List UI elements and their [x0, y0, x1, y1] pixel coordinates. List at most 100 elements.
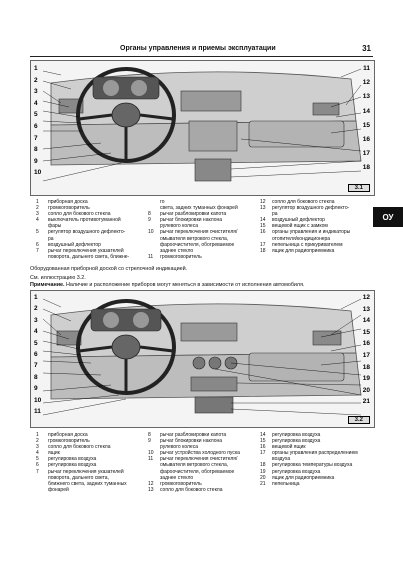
callout-number: 18 [362, 363, 370, 371]
callout-number: 1 [34, 294, 38, 301]
callout-number: 4 [34, 99, 38, 107]
callout-number: 9 [34, 157, 38, 165]
legend-item-text: рычаг переключения указателей [48, 247, 124, 254]
legend-item: поворота, дальнего света, ближне- [36, 254, 146, 260]
legend-item: 5 регулятор воздушного дефлекто- [36, 229, 146, 235]
callout-number: 14 [362, 317, 370, 325]
legend-item: 5 регулировка воздуха [36, 456, 146, 462]
legend-item-text: заднее стекло [160, 247, 194, 254]
legend-item: 1 приборная доска [36, 432, 146, 438]
legend-item: фароочистителя, обогреваемое [148, 469, 258, 475]
callout-number: 16 [362, 136, 370, 143]
legend-item-text: поворота, дальнего света, ближне- [48, 253, 130, 260]
legend-item-text: сопло для бокового стекла [48, 444, 111, 451]
callout-number: 10 [34, 169, 42, 177]
legend-item-number: 5 [36, 456, 39, 463]
legend-item-text: регулировка воздуха [48, 462, 97, 469]
legend-item-text: регулятор воздушного дефлекто- [48, 229, 126, 236]
legend-item-text: вещевой ящик с замком [272, 223, 328, 230]
legend-item: омывателя ветрового стекла, [148, 236, 258, 242]
note-text: Наличие и расположение приборов могут ме… [66, 282, 305, 288]
legend-item: го [148, 199, 258, 205]
legend-item-text: рулевого колеса [160, 444, 198, 451]
legend-item-number: 13 [260, 205, 266, 212]
callout-number: 20 [362, 386, 370, 394]
legend-item-number: 3 [36, 211, 39, 218]
callout-number: 7 [34, 134, 38, 142]
callout-number: 8 [34, 373, 38, 381]
legend-item-text: громкоговоритель [160, 253, 202, 260]
legend-item-number: 20 [260, 474, 266, 481]
legend-item-text: ящик [48, 450, 60, 457]
legend-item: омывателя ветрового стекла, [148, 462, 258, 468]
legend-item-number: 3 [36, 444, 39, 451]
legend-item-text: ра [272, 211, 278, 218]
callout-number: 3 [34, 88, 38, 96]
legend-item-text: регулировка воздуха [48, 456, 97, 463]
legend-item-number: 7 [36, 468, 39, 475]
legend-item-text: приборная доска [48, 432, 88, 438]
legend-item-text: рулевого колеса [160, 223, 198, 230]
legend-item-text: сопло для бокового стекла [48, 211, 111, 218]
paragraph-see-figure: См. иллюстрацию 3.2. [30, 275, 86, 281]
legend-item-number: 10 [148, 450, 154, 457]
section-title: Органы управления и приемы эксплуатации [120, 45, 276, 52]
legend-item-text: омывателя ветрового стекла, [160, 462, 229, 469]
legend-item-text: ближнего света, задних туманных [48, 480, 127, 487]
legend-item-text: воздуха [272, 456, 291, 463]
legend-item-text: отопителя/кондиционера [272, 235, 331, 242]
legend-item-text: омывателя ветрового стекла, [160, 235, 229, 242]
legend-item-text: рычаг блокировки наклона [160, 438, 223, 445]
callout-number: 18 [362, 164, 370, 172]
legend-item-text: ра [48, 235, 54, 242]
legend-item-number: 17 [260, 450, 266, 457]
legend-item-text: вещевой ящик [272, 444, 306, 451]
legend-item-number: 11 [148, 456, 154, 463]
legend-item-number: 4 [36, 217, 39, 224]
dashboard-illustration-2 [31, 291, 374, 427]
legend-item-number: 2 [36, 205, 39, 212]
legend-item-number: 9 [148, 217, 151, 224]
legend-item-number: 19 [260, 468, 266, 475]
legend-item-number: 21 [260, 480, 266, 487]
legend-item-text: рычаг разблокировки капота [160, 432, 227, 438]
legend-item: ра [36, 236, 146, 242]
legend-item-text: регулировка воздуха [272, 468, 321, 475]
legend-item-text: громкоговоритель [160, 480, 202, 487]
legend-item-text: фароочистителя, обогреваемое [160, 241, 235, 248]
legend-item-text: приборная доска [48, 199, 88, 205]
legend-item-number: 9 [148, 438, 151, 445]
callout-number: 3 [34, 316, 38, 324]
section-tab: ОУ [373, 207, 403, 227]
legend-item-text: регулировка воздуха [272, 432, 321, 438]
callout-number: 5 [34, 111, 38, 119]
legend-item-number: 18 [260, 247, 266, 254]
legend-item-number: 5 [36, 229, 39, 236]
note-label: Примечание. [30, 282, 65, 288]
legend-item-number: 11 [148, 253, 154, 260]
legend-item: 3 сопло для бокового стекла [36, 211, 146, 217]
legend-item-text: органы управления распределением [272, 450, 358, 457]
legend-item-text: поворота, дальнего света, [48, 474, 109, 481]
legend-item-number: 16 [260, 229, 266, 236]
legend-item: поворота, дальнего света, [36, 475, 146, 481]
callout-number: 6 [34, 351, 38, 358]
legend-item-number: 1 [36, 432, 39, 438]
legend-item: рулевого колеса [148, 223, 258, 229]
legend-item-text: фонарей [48, 486, 69, 493]
legend-item-text: пепельница [272, 480, 300, 487]
figure-1-label: 3.1 [347, 184, 370, 192]
